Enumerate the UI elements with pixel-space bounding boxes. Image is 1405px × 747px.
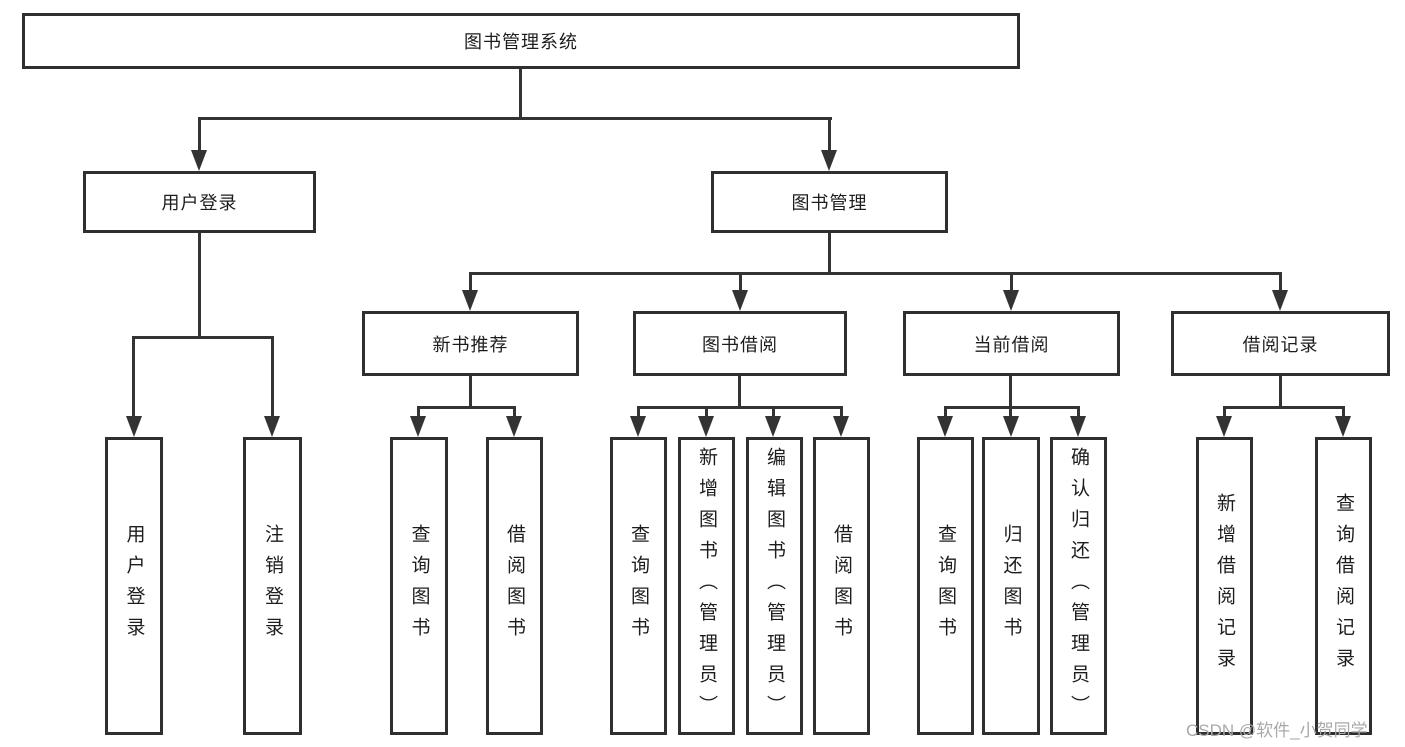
arrowhead-down: [462, 290, 478, 311]
leaf-return-books: 归还图书: [982, 437, 1040, 735]
arrowhead-down: [191, 150, 207, 171]
arrowhead-down: [264, 416, 280, 437]
leaf-confirm-return-admin: 确认归还（管理员）: [1050, 437, 1107, 735]
node-borrow-records: 借阅记录: [1171, 311, 1390, 376]
node-label: 借阅记录: [1242, 334, 1319, 355]
connector-line: [198, 117, 201, 153]
arrowhead-down: [833, 416, 849, 437]
connector-line: [417, 406, 516, 409]
leaf-label: 用户登录: [123, 524, 145, 648]
connector-line: [198, 117, 832, 120]
connector-line: [513, 406, 516, 418]
arrowhead-down: [1070, 416, 1086, 437]
connector-line: [417, 406, 420, 418]
leaf-user-login: 用户登录: [105, 437, 163, 735]
connector-line: [828, 233, 831, 274]
leaf-label: 借阅图书: [831, 524, 852, 648]
connector-line: [469, 272, 1282, 275]
arrowhead-down: [630, 416, 646, 437]
connector-line: [944, 406, 1080, 409]
leaf-add-books-admin: 新增图书（管理员）: [678, 437, 735, 735]
connector-line: [1010, 272, 1013, 292]
connector-line: [637, 406, 640, 418]
leaf-edit-books-admin: 编辑图书（管理员）: [746, 437, 803, 735]
arrowhead-down: [126, 416, 142, 437]
leaf-label: 借阅图书: [504, 524, 525, 648]
node-current-borrow: 当前借阅: [903, 311, 1120, 376]
node-label: 新书推荐: [432, 334, 509, 355]
connector-line: [132, 336, 135, 418]
node-user-login: 用户登录: [83, 171, 316, 233]
connector-line: [469, 376, 472, 408]
arrowhead-down: [506, 416, 522, 437]
leaf-label: 查询图书: [408, 524, 430, 648]
connector-line: [739, 272, 742, 292]
leaf-borrow-books: 借阅图书: [486, 437, 543, 735]
connector-line: [469, 272, 472, 292]
node-root-label: 图书管理系统: [464, 32, 578, 52]
connector-line: [1223, 406, 1226, 418]
connector-line: [1223, 406, 1345, 409]
arrowhead-down: [410, 416, 426, 437]
leaf-label: 注销登录: [262, 524, 283, 648]
arrowhead-down: [821, 150, 837, 171]
connector-line: [772, 406, 775, 418]
connector-line: [1077, 406, 1080, 418]
arrowhead-down: [937, 416, 953, 437]
node-label: 图书借阅: [702, 334, 778, 355]
leaf-borrow-books: 借阅图书: [813, 437, 870, 735]
connector-line: [705, 406, 708, 418]
node-new-book-recommend: 新书推荐: [362, 311, 579, 376]
connector-line: [132, 336, 274, 339]
arrowhead-down: [1216, 416, 1232, 437]
leaf-label: 确认归还（管理员）: [1068, 446, 1089, 726]
connector-line: [738, 376, 741, 408]
leaf-label: 归还图书: [1000, 524, 1022, 648]
connector-line: [637, 406, 843, 409]
connector-line: [1279, 272, 1282, 292]
leaf-label: 查询图书: [628, 524, 649, 648]
arrowhead-down: [1335, 416, 1351, 437]
leaf-label: 查询借阅记录: [1333, 493, 1354, 679]
node-root: 图书管理系统: [22, 13, 1020, 69]
connector-line: [198, 233, 201, 338]
connector-line: [828, 117, 831, 153]
node-label: 图书管理: [791, 193, 868, 213]
leaf-label: 新增借阅记录: [1214, 493, 1235, 679]
leaf-add-borrow-record: 新增借阅记录: [1196, 437, 1253, 735]
connector-line: [944, 406, 947, 418]
leaf-query-books: 查询图书: [917, 437, 974, 735]
node-label: 用户登录: [161, 193, 238, 213]
node-label: 当前借阅: [973, 334, 1050, 355]
node-book-borrow: 图书借阅: [633, 311, 847, 376]
leaf-logout: 注销登录: [243, 437, 302, 735]
connector-line: [271, 336, 274, 418]
arrowhead-down: [698, 416, 714, 437]
connector-line: [840, 406, 843, 418]
leaf-query-borrow-record: 查询借阅记录: [1315, 437, 1372, 735]
csdn-watermark: CSDN @软件_小贺同学: [1186, 721, 1368, 740]
leaf-query-books: 查询图书: [610, 437, 667, 735]
arrowhead-down: [732, 290, 748, 311]
arrowhead-down: [1003, 290, 1019, 311]
connector-line: [1342, 406, 1345, 418]
node-book-management: 图书管理: [711, 171, 948, 233]
connector-line: [519, 69, 522, 119]
leaf-label: 编辑图书（管理员）: [764, 446, 785, 726]
arrowhead-down: [1003, 416, 1019, 437]
leaf-label: 查询图书: [935, 524, 956, 648]
connector-line: [1279, 376, 1282, 408]
connector-line: [1009, 406, 1012, 418]
arrowhead-down: [1272, 290, 1288, 311]
leaf-query-books: 查询图书: [390, 437, 448, 735]
leaf-label: 新增图书（管理员）: [696, 446, 717, 726]
arrowhead-down: [765, 416, 781, 437]
connector-line: [1009, 376, 1012, 408]
